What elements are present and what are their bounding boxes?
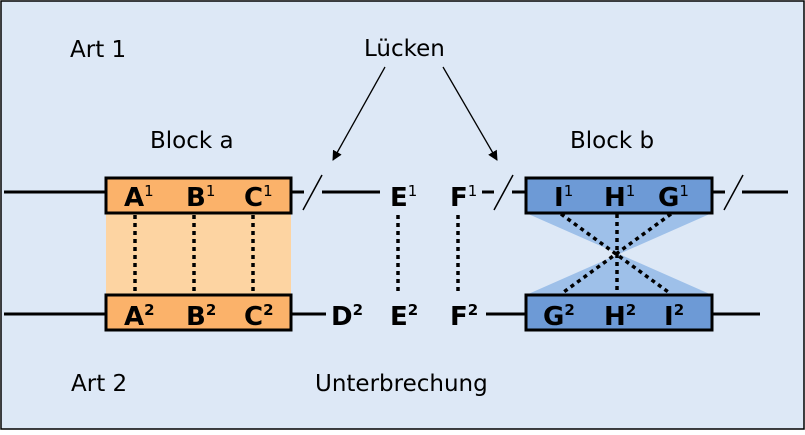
gap-slash — [723, 174, 744, 211]
gene-label: F2 — [450, 301, 478, 332]
gene-label: E1 — [390, 182, 417, 213]
gaps-label: Lücken — [364, 36, 445, 62]
homology-links — [133, 212, 673, 296]
gene-label: A2 — [124, 301, 155, 332]
block-a-label: Block a — [150, 128, 234, 154]
gene-label: A1 — [124, 182, 154, 213]
gene-label: C2 — [244, 301, 274, 332]
gene-label: I1 — [554, 182, 573, 213]
gap-marks — [302, 174, 744, 211]
species-1-label: Art 1 — [70, 37, 126, 63]
block-a-link-band — [106, 214, 291, 295]
block-a-species1 — [104, 176, 293, 215]
species-2-label: Art 2 — [71, 371, 127, 397]
homology-link-g — [559, 212, 673, 296]
gap-arrow-right — [442, 66, 498, 161]
gene-label: F1 — [450, 182, 477, 213]
gap-slash — [493, 174, 514, 211]
gene-label: B1 — [186, 182, 215, 213]
gene-label: B2 — [186, 301, 216, 332]
gene-label: C1 — [244, 182, 273, 213]
gene-label: E2 — [390, 301, 418, 332]
gene-label: H2 — [604, 301, 636, 332]
block-a-species2 — [104, 293, 293, 332]
gene-label: G1 — [658, 182, 689, 213]
gene-label: G2 — [543, 301, 575, 332]
gene-label: I2 — [664, 301, 684, 332]
block-b-label: Block b — [570, 128, 654, 154]
interruption-label: Unterbrechung — [315, 371, 488, 397]
block-b-species2 — [524, 293, 714, 332]
homology-link-i — [559, 212, 673, 296]
gene-label: H1 — [604, 182, 635, 213]
gene-label: D2 — [331, 301, 363, 332]
gap-arrow-left — [332, 66, 386, 161]
block-b-inversion-band — [526, 213, 712, 295]
gap-slash — [302, 174, 323, 211]
block-b-species1 — [524, 176, 714, 215]
